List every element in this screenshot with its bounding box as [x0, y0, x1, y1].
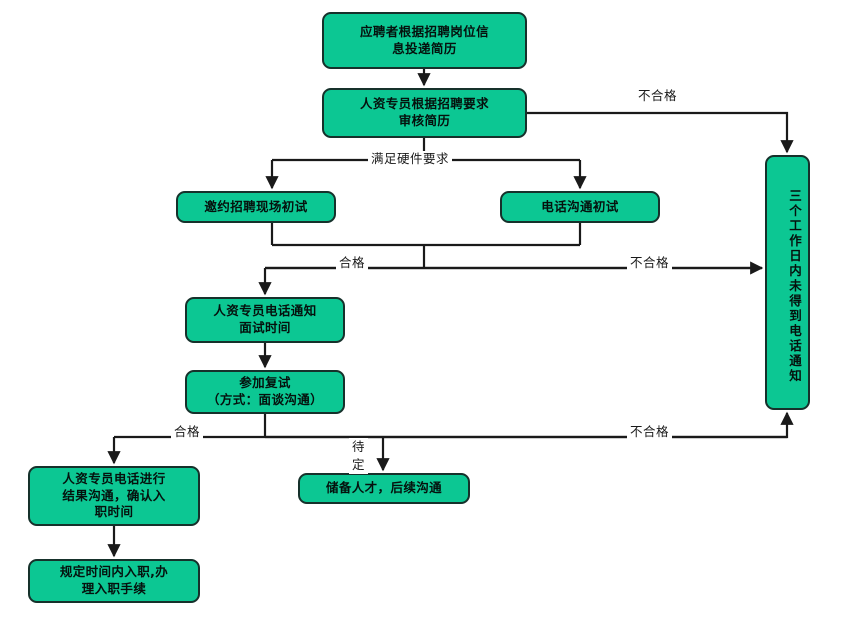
- process-node-onsite[interactable]: 邀约招聘现场初试: [176, 191, 336, 223]
- edge-label-fail-3: 不合格: [627, 424, 673, 440]
- process-node-apply[interactable]: 应聘者根据招聘岗位信 息投递简历: [322, 12, 527, 69]
- process-node-label: 三个工作日内未得到电话通知: [787, 189, 802, 384]
- edge-label-fail-2: 不合格: [627, 255, 673, 271]
- edge-label-pass-2: 合格: [171, 424, 204, 440]
- process-node-nocall[interactable]: 三个工作日内未得到电话通知: [765, 155, 810, 410]
- process-node-label: 人资专员电话通知 面试时间: [213, 303, 317, 335]
- edge-second-to-nocall: [265, 411, 794, 439]
- process-node-phone[interactable]: 电话沟通初试: [500, 191, 660, 223]
- process-node-label: 储备人才，后续沟通: [325, 480, 443, 496]
- edge-label-pending: 待 定: [349, 438, 369, 475]
- process-node-review[interactable]: 人资专员根据招聘要求 审核简历: [322, 88, 527, 138]
- edge-label-hardware-ok: 满足硬件要求: [368, 151, 453, 167]
- process-node-label: 规定时间内入职,办 理入职手续: [59, 564, 169, 596]
- process-node-label: 电话沟通初试: [541, 198, 619, 214]
- edge-review-to-nocall: [527, 111, 794, 154]
- process-node-talentpool[interactable]: 储备人才，后续沟通: [298, 473, 470, 504]
- process-node-label: 人资专员电话进行 结果沟通，确认入 职时间: [62, 470, 166, 520]
- edge-label-pass-1: 合格: [336, 255, 369, 271]
- process-node-notify[interactable]: 人资专员电话通知 面试时间: [185, 297, 345, 343]
- process-node-label: 参加复试 （方式：面谈沟通）: [206, 375, 324, 407]
- process-node-result[interactable]: 人资专员电话进行 结果沟通，确认入 职时间: [28, 466, 200, 526]
- process-node-label: 邀约招聘现场初试: [204, 198, 308, 214]
- process-node-onboard[interactable]: 规定时间内入职,办 理入职手续: [28, 559, 200, 603]
- process-node-second[interactable]: 参加复试 （方式：面谈沟通）: [185, 370, 345, 414]
- process-node-label: 人资专员根据招聘要求 审核简历: [359, 96, 489, 128]
- process-node-label: 应聘者根据招聘岗位信 息投递简历: [359, 23, 489, 56]
- edge-label-fail-1: 不合格: [635, 88, 681, 104]
